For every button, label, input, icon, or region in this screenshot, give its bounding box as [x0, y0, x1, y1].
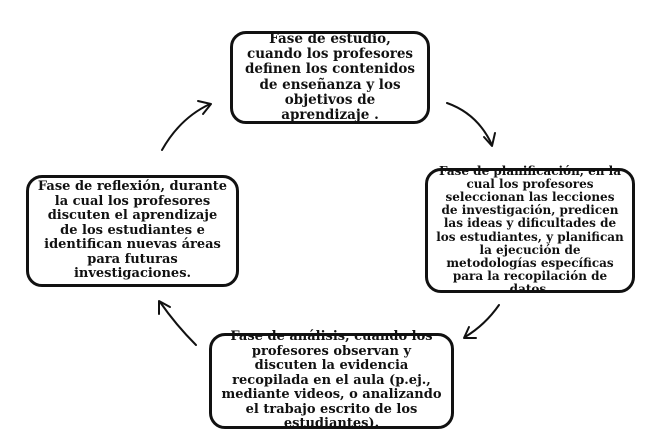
study-phase-box: Fase de estudio, cuando los profesores d…: [230, 31, 430, 124]
planning-phase-box: Fase de planificación, en la cual los pr…: [425, 164, 635, 296]
arrowhead-analysis-to-reflection: [158, 300, 171, 315]
arrow-analysis-to-reflection: [159, 301, 197, 346]
arrowhead-planning-to-analysis: [463, 326, 477, 339]
analysis-phase-box: Fase de análisis, cuando los profesores …: [209, 329, 454, 432]
planning-phase-text: Fase de planificación, en la cual los pr…: [436, 163, 624, 297]
analysis-phase-text: Fase de análisis, cuando los profesores …: [221, 329, 442, 432]
arrowhead-reflection-to-study: [197, 100, 212, 115]
arrow-study-to-planning: [446, 102, 493, 146]
arrow-reflection-to-study: [161, 103, 211, 151]
reflection-phase-text: Fase de reflexión, durante la cual los p…: [37, 179, 228, 282]
arrow-planning-to-analysis: [464, 304, 500, 338]
arrowhead-study-to-planning: [483, 132, 496, 147]
reflection-phase-box: Fase de reflexión, durante la cual los p…: [26, 175, 239, 287]
study-phase-text: Fase de estudio, cuando los profesores d…: [244, 31, 416, 123]
